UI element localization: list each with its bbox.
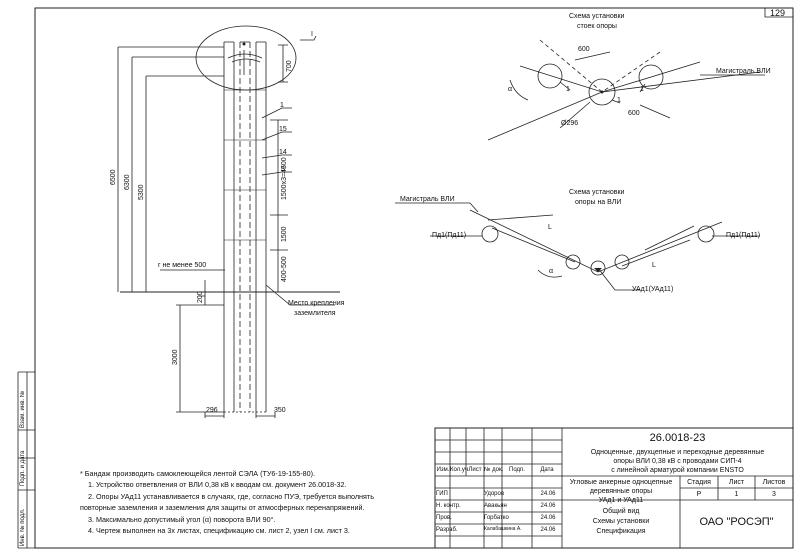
col-list: Лист — [468, 467, 482, 473]
stamp-sign-date: Подп. и дата — [20, 450, 26, 486]
signer-role-1: Н. контр. — [436, 503, 461, 509]
signer-name-3: Калабашкина А. — [484, 526, 522, 532]
label-min-500: г не менее 500 — [158, 262, 207, 269]
signer-date-2: 24.06 — [540, 515, 556, 521]
sheet-header: Лист — [728, 479, 745, 486]
sheet-value: 1 — [734, 491, 739, 498]
label-alpha-top: α — [508, 86, 513, 93]
note-2: 2. Опоры УАд11 устанавливается в случаях… — [88, 491, 374, 501]
col-date: Дата — [540, 467, 554, 473]
signer-role-2: Пров. — [436, 515, 452, 521]
label-uad1: УАд1(УАд11) — [632, 286, 674, 293]
callout-I: I — [311, 31, 313, 38]
stamp-inventory: Взам. инв. № — [20, 390, 26, 428]
dim-296: 296 — [206, 407, 218, 414]
dim-3000: 3000 — [172, 349, 179, 365]
label-grounding: заземлителя — [294, 310, 336, 317]
stage-value: Р — [696, 491, 702, 498]
callout-top-1b: 1 — [617, 97, 621, 104]
dim-6500: 6500 — [110, 169, 117, 185]
signer-role-0: ГИП — [436, 491, 448, 497]
signer-date-3: 24.06 — [540, 527, 556, 533]
note-0: * Бандаж производить самоклеющейся ленто… — [80, 469, 315, 478]
dim-1500x3: 1500x3=4500 — [281, 157, 288, 200]
col-doc: № док. — [484, 467, 504, 473]
stamp-original: Инв. № подл. — [20, 508, 26, 546]
callout-top-1c: 1 — [640, 86, 644, 93]
dim-600-b: 600 — [628, 110, 640, 117]
label-main-line-top: Магистраль ВЛИ — [716, 68, 771, 75]
signer-date-0: 24.06 — [540, 491, 556, 497]
dim-5300: 5300 — [138, 184, 145, 200]
company-name: ОАО "РОСЭП" — [699, 516, 774, 528]
label-pd1-right: Пд1(Пд11) — [726, 232, 761, 239]
note-5: 4. Чертеж выполнен на 3х листах, специфи… — [88, 526, 350, 536]
scheme-bottom-title-1: Схема установки — [569, 189, 625, 196]
drawing-title-1: Общий вид — [602, 508, 640, 515]
col-sign: Подп. — [509, 467, 525, 473]
notes: * Бандаж производить самоклеющейся ленто… — [80, 468, 374, 536]
label-alpha-bottom: α — [549, 268, 554, 275]
col-izm: Изм. — [436, 467, 450, 473]
dim-700: 700 — [286, 60, 293, 72]
label-main-line-bottom: Магистраль ВЛИ — [400, 196, 455, 203]
label-ground-mount: Место крепления — [288, 300, 345, 307]
sheet-number: 129 — [770, 8, 786, 18]
callout-15: 15 — [279, 126, 287, 133]
sheet-title-3: УАд1 и УАд11 — [598, 497, 644, 504]
signer-date-1: 24.06 — [540, 503, 556, 509]
signer-name-1: Авакьян — [484, 503, 507, 509]
sheets-value: 3 — [772, 491, 776, 498]
signer-name-0: Удоров — [484, 491, 505, 497]
sheets-header: Листов — [762, 479, 786, 486]
dim-1500: 1500 — [281, 226, 288, 242]
scheme-top-title-2: стоек опоры — [577, 23, 617, 30]
note-1: 1. Устройство ответвления от ВЛИ 0,38 кВ… — [88, 480, 347, 490]
dim-6300: 6300 — [124, 174, 131, 190]
sheet-title-1: Угловые анкерные одноцепные — [569, 479, 673, 486]
dim-400-500: 400-500 — [281, 256, 288, 282]
dim-350: 350 — [274, 407, 286, 414]
label-pd1-left: Пд1(Пд11) — [432, 232, 467, 239]
sheet-title-2: деревянные опоры — [589, 488, 653, 495]
callout-3: 3 — [281, 166, 285, 173]
desc-line-1: Одноценные, двухцепные и переходные дере… — [590, 449, 765, 456]
doc-code: 26.0018-23 — [649, 432, 706, 444]
desc-line-2: опоры ВЛИ 0,38 кВ с проводами СИП-4 — [613, 458, 742, 465]
dim-200: 200 — [197, 291, 204, 303]
stage-header: Стадия — [687, 479, 711, 486]
note-4: 3. Максимально допустимый угол (α) повор… — [88, 514, 276, 524]
callout-14: 14 — [279, 149, 287, 156]
dim-600-a: 600 — [578, 46, 590, 53]
label-L-right: L — [652, 262, 656, 269]
scheme-top-title-1: Схема установки — [569, 13, 625, 20]
drawing-title-2: Схемы установки — [592, 518, 650, 525]
note-3: повторные заземления и заземления для за… — [80, 503, 365, 513]
signer-role-3: Разраб. — [436, 527, 458, 533]
col-kol: Кол.уч. — [450, 467, 470, 473]
desc-line-3: с линейной арматурой компании ENSTO — [611, 467, 744, 474]
scheme-bottom-title-2: опоры на ВЛИ — [575, 199, 622, 206]
callout-1: 1 — [280, 102, 284, 109]
drawing-title-3: Спецификация — [596, 528, 646, 535]
dim-diameter: Ø296 — [561, 120, 579, 127]
callout-top-1a: 1 — [566, 86, 570, 93]
signer-name-2: Горбатко — [484, 515, 509, 521]
label-L-left: L — [548, 224, 552, 231]
